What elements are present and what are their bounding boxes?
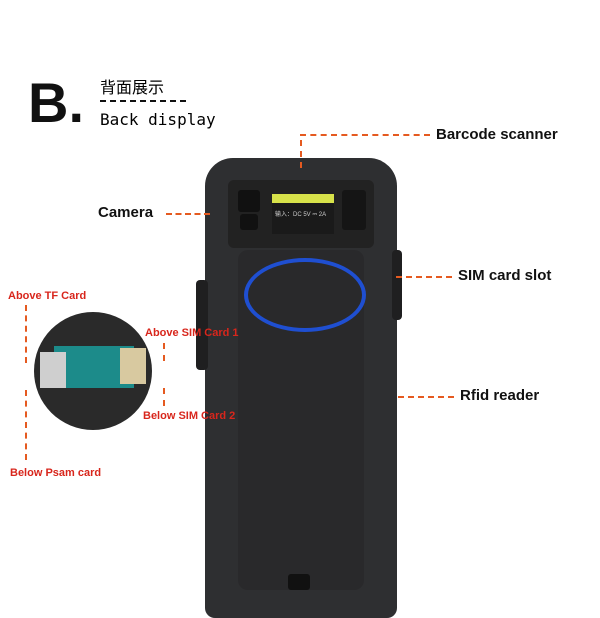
side-button-left [196, 280, 208, 370]
sim-slot-highlight [244, 258, 366, 332]
callout-barcode: Barcode scanner [436, 126, 558, 143]
callout-sim-slot: SIM card slot [458, 267, 552, 284]
psam-leader [25, 390, 27, 460]
side-button-right [392, 250, 402, 320]
title-en: Back display [100, 110, 216, 129]
title-divider [100, 100, 186, 102]
title-cn: 背面展示 [100, 78, 165, 97]
sim-inset-photo [34, 312, 152, 430]
section-letter: B. [28, 71, 84, 134]
callout-rfid: Rfid reader [460, 387, 540, 404]
sim2-leader [163, 388, 165, 406]
callout-camera: Camera [98, 204, 154, 221]
sticker: 输入：DC 5V ⎓ 2A [272, 194, 334, 234]
rfid-leader [398, 396, 454, 398]
sim1-leader [163, 343, 165, 361]
bottom-connector [288, 574, 310, 590]
tf-leader [25, 305, 27, 363]
flash [240, 214, 258, 230]
label-below-sim2: Below SIM Card 2 [143, 410, 236, 422]
barcode-leader-h [300, 134, 430, 136]
label-above-tf: Above TF Card [8, 290, 87, 302]
sticker-text: 输入：DC 5V ⎓ 2A [275, 212, 327, 218]
label-above-sim1: Above SIM Card 1 [145, 327, 239, 339]
label-below-psam: Below Psam card [10, 467, 102, 479]
tf-card-slot [40, 352, 66, 388]
barcode-leader-v [300, 140, 302, 168]
camera-leader [166, 213, 210, 215]
sim-card-slot [120, 348, 146, 384]
scanner-window [342, 190, 366, 230]
sim-leader [396, 276, 452, 278]
camera-lens [238, 190, 260, 212]
